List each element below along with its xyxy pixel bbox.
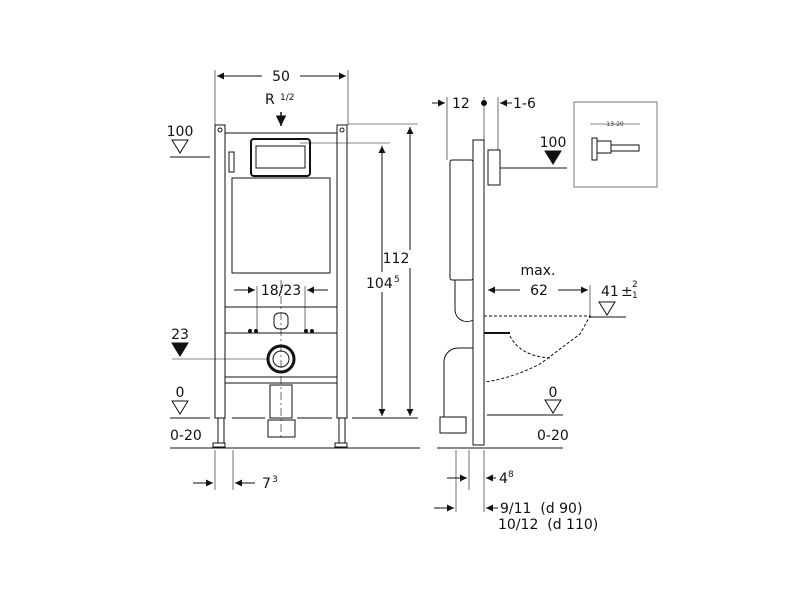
drain-d110: 10/12 (d 110) bbox=[498, 517, 598, 533]
connection-label: R bbox=[265, 92, 275, 108]
flush-pipe-spacing: 18/23 bbox=[261, 283, 301, 299]
seat-tolerance-plus: 2 bbox=[632, 280, 638, 290]
height-tank-sup: 5 bbox=[394, 275, 400, 285]
side-frame bbox=[439, 139, 591, 446]
wall-gap-label: 1-6 bbox=[513, 96, 536, 112]
floor-range-side: 0-20 bbox=[537, 428, 569, 444]
seat-tolerance-minus: 1 bbox=[632, 291, 638, 301]
pipe-offset-sup: 8 bbox=[508, 470, 514, 480]
max-label: max. bbox=[521, 263, 556, 279]
level-drain: 23 bbox=[171, 327, 189, 343]
level-floor-front: 0 bbox=[176, 385, 185, 401]
foot-offset-sup: 3 bbox=[272, 475, 278, 485]
width-label: 50 bbox=[272, 69, 290, 85]
bowl-depth: 62 bbox=[530, 283, 548, 299]
inset-range-label: 13-20 bbox=[606, 121, 624, 128]
level-floor-side: 0 bbox=[549, 385, 558, 401]
connection-fraction: 1/2 bbox=[280, 93, 294, 103]
foot-offset: 7 bbox=[262, 476, 271, 492]
depth-label: 12 bbox=[452, 96, 470, 112]
drain-d90: 9/11 (d 90) bbox=[500, 501, 582, 517]
height-total: 112 bbox=[383, 251, 410, 267]
pipe-offset: 4 bbox=[499, 471, 508, 487]
level-top-front: 100 bbox=[167, 124, 194, 140]
floor-range-front: 0-20 bbox=[170, 428, 202, 444]
plus-minus: ± bbox=[621, 284, 633, 300]
front-frame bbox=[212, 124, 348, 448]
level-top-side: 100 bbox=[540, 135, 567, 151]
seat-height: 41 bbox=[601, 284, 619, 300]
height-tank: 104 bbox=[366, 276, 393, 292]
